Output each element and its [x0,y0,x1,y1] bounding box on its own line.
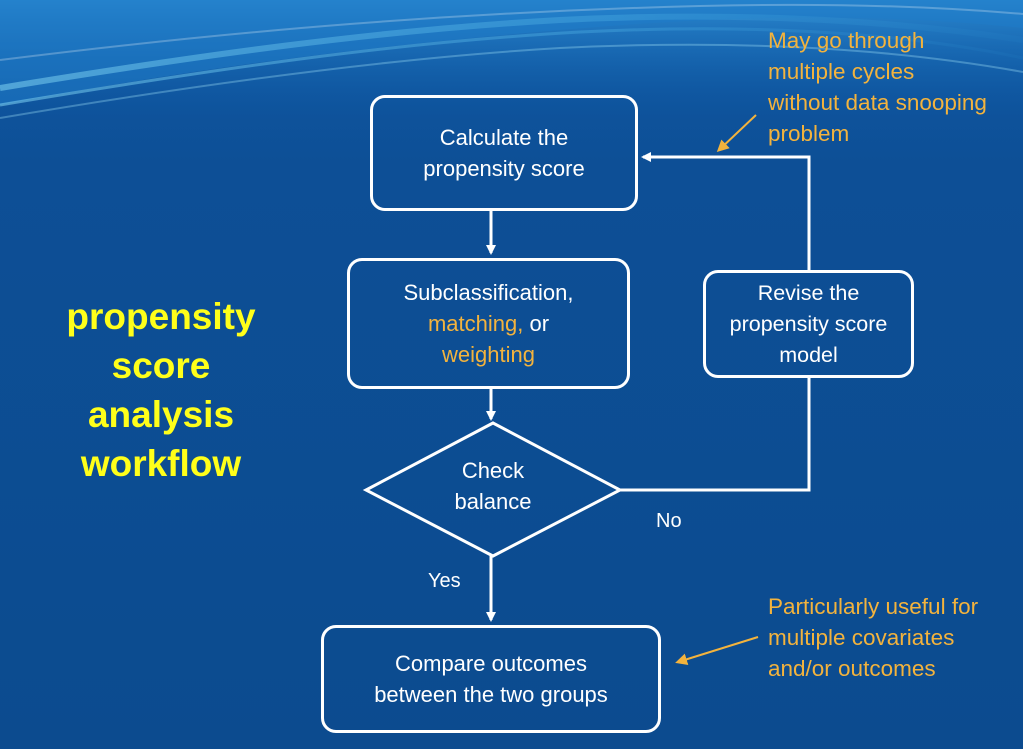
no-path-to-revise [620,378,811,492]
cycles-note-line-1: May go through [768,28,925,53]
calculate-propensity-score-box[interactable]: Calculate the propensity score [370,95,638,211]
useful-note: Particularly useful for multiple covaria… [768,591,978,684]
title-line-2: score [111,345,211,386]
title-line-4: workflow [80,443,242,484]
subclassification-box[interactable]: Subclassification, matching, or weightin… [347,258,630,389]
revise-line-3: model [779,342,838,367]
compare-line-2: between the two groups [374,682,608,707]
no-edge-label: No [656,510,682,532]
note-cycles-pointer [716,114,757,153]
calc-line-2: propensity score [423,156,585,181]
yes-edge-label: Yes [428,570,461,592]
sub-line-1: Subclassification, [403,280,574,305]
sub-line-2-rest: or [523,311,550,336]
title-line-3: analysis [87,394,235,435]
sub-line-2: matching, or [428,308,549,339]
revise-model-box[interactable]: Revise the propensity score model [703,270,914,378]
calc-line-1: Calculate the [439,125,569,150]
cycles-note-line-3: without data snooping [768,90,987,115]
useful-note-line-3: and/or outcomes [768,656,936,681]
slide-title: propensity score analysis workflow [30,292,292,488]
cycles-note-line-4: problem [768,121,850,146]
matching-highlight: matching, [427,311,524,336]
compare-line-1: Compare outcomes [395,651,587,676]
weighting-highlight: weighting [442,342,535,367]
check-balance-diamond[interactable] [362,421,624,558]
revise-loop-arrow [641,152,811,270]
compare-outcomes-box[interactable]: Compare outcomes between the two groups [321,625,661,733]
cycles-note: May go through multiple cycles without d… [768,25,987,149]
useful-note-line-1: Particularly useful for [768,594,979,619]
revise-line-2: propensity score [729,311,888,336]
useful-note-line-2: multiple covariates [768,625,955,650]
cycles-note-line-2: multiple cycles [768,59,915,84]
note-useful-pointer [675,636,759,666]
revise-line-1: Revise the [757,280,860,305]
title-line-1: propensity [66,296,256,337]
